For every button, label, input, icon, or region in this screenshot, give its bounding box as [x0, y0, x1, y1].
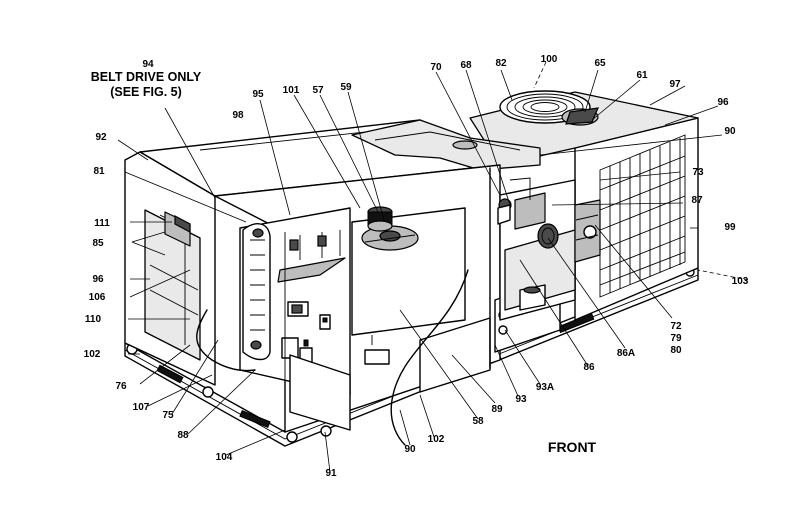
callout: 91: [325, 468, 337, 479]
callout: 72: [670, 321, 682, 332]
callout: 59: [340, 82, 352, 93]
wiring-harness: [390, 269, 469, 446]
callout: 61: [636, 70, 648, 81]
callout: 76: [115, 381, 127, 392]
title-callout: 94: [142, 59, 154, 70]
callout: 82: [495, 58, 507, 69]
evaporator-coil: [574, 199, 601, 263]
blower-assembly: [351, 207, 466, 365]
compressor-section: [499, 179, 576, 321]
refrigerant-fittings: [497, 177, 531, 225]
callout: 95: [252, 89, 264, 100]
front-label: FRONT: [548, 439, 597, 455]
callout: 93: [515, 394, 527, 405]
callout: 93A: [536, 382, 554, 393]
callout: 110: [85, 314, 102, 325]
callout: 111: [94, 218, 110, 229]
left-return-panel: [242, 223, 271, 361]
leader-lines: [117, 61, 749, 473]
callout: 70: [430, 62, 442, 73]
callout: 86: [583, 362, 595, 373]
callout: 104: [216, 452, 233, 463]
callout: 75: [162, 410, 174, 421]
callout: 97: [669, 79, 681, 90]
unit-drawing: [124, 90, 699, 447]
blower-motor: [367, 206, 393, 232]
callout: 102: [84, 349, 101, 360]
callout: 96: [717, 97, 729, 108]
condenser-fan: [499, 90, 599, 126]
callout: 100: [541, 54, 558, 65]
title-line-1: BELT DRIVE ONLY: [91, 70, 202, 84]
callout: 98: [232, 110, 244, 121]
callout: 79: [670, 333, 682, 344]
callout: 90: [404, 444, 416, 455]
callout: 102: [428, 434, 445, 445]
top-duct: [351, 119, 541, 171]
callout: 80: [670, 345, 682, 356]
callout: 65: [594, 58, 606, 69]
callout: 101: [283, 85, 300, 96]
callout-labels: 100 82 65 61 97 96 70 68 57 59 101 95 98…: [84, 54, 749, 479]
callout: 57: [312, 85, 324, 96]
title-line-2: (SEE FIG. 5): [110, 85, 182, 99]
callout: 107: [133, 402, 150, 413]
callout: 68: [460, 60, 472, 71]
callout: 99: [724, 222, 736, 233]
callout: 90: [724, 126, 736, 137]
callout: 87: [691, 195, 703, 206]
callout: 81: [93, 166, 105, 177]
callout: 92: [95, 132, 107, 143]
callout: 89: [491, 404, 503, 415]
callout: 58: [472, 416, 484, 427]
callout: 103: [732, 276, 749, 287]
title-block: 94 BELT DRIVE ONLY (SEE FIG. 5): [91, 59, 202, 99]
callout: 73: [692, 167, 704, 178]
callout: 106: [89, 292, 106, 303]
callout: 86A: [617, 348, 635, 359]
callout: 96: [92, 274, 104, 285]
callout: 88: [177, 430, 189, 441]
left-end-interior: [144, 209, 201, 361]
callout: 85: [92, 238, 104, 249]
